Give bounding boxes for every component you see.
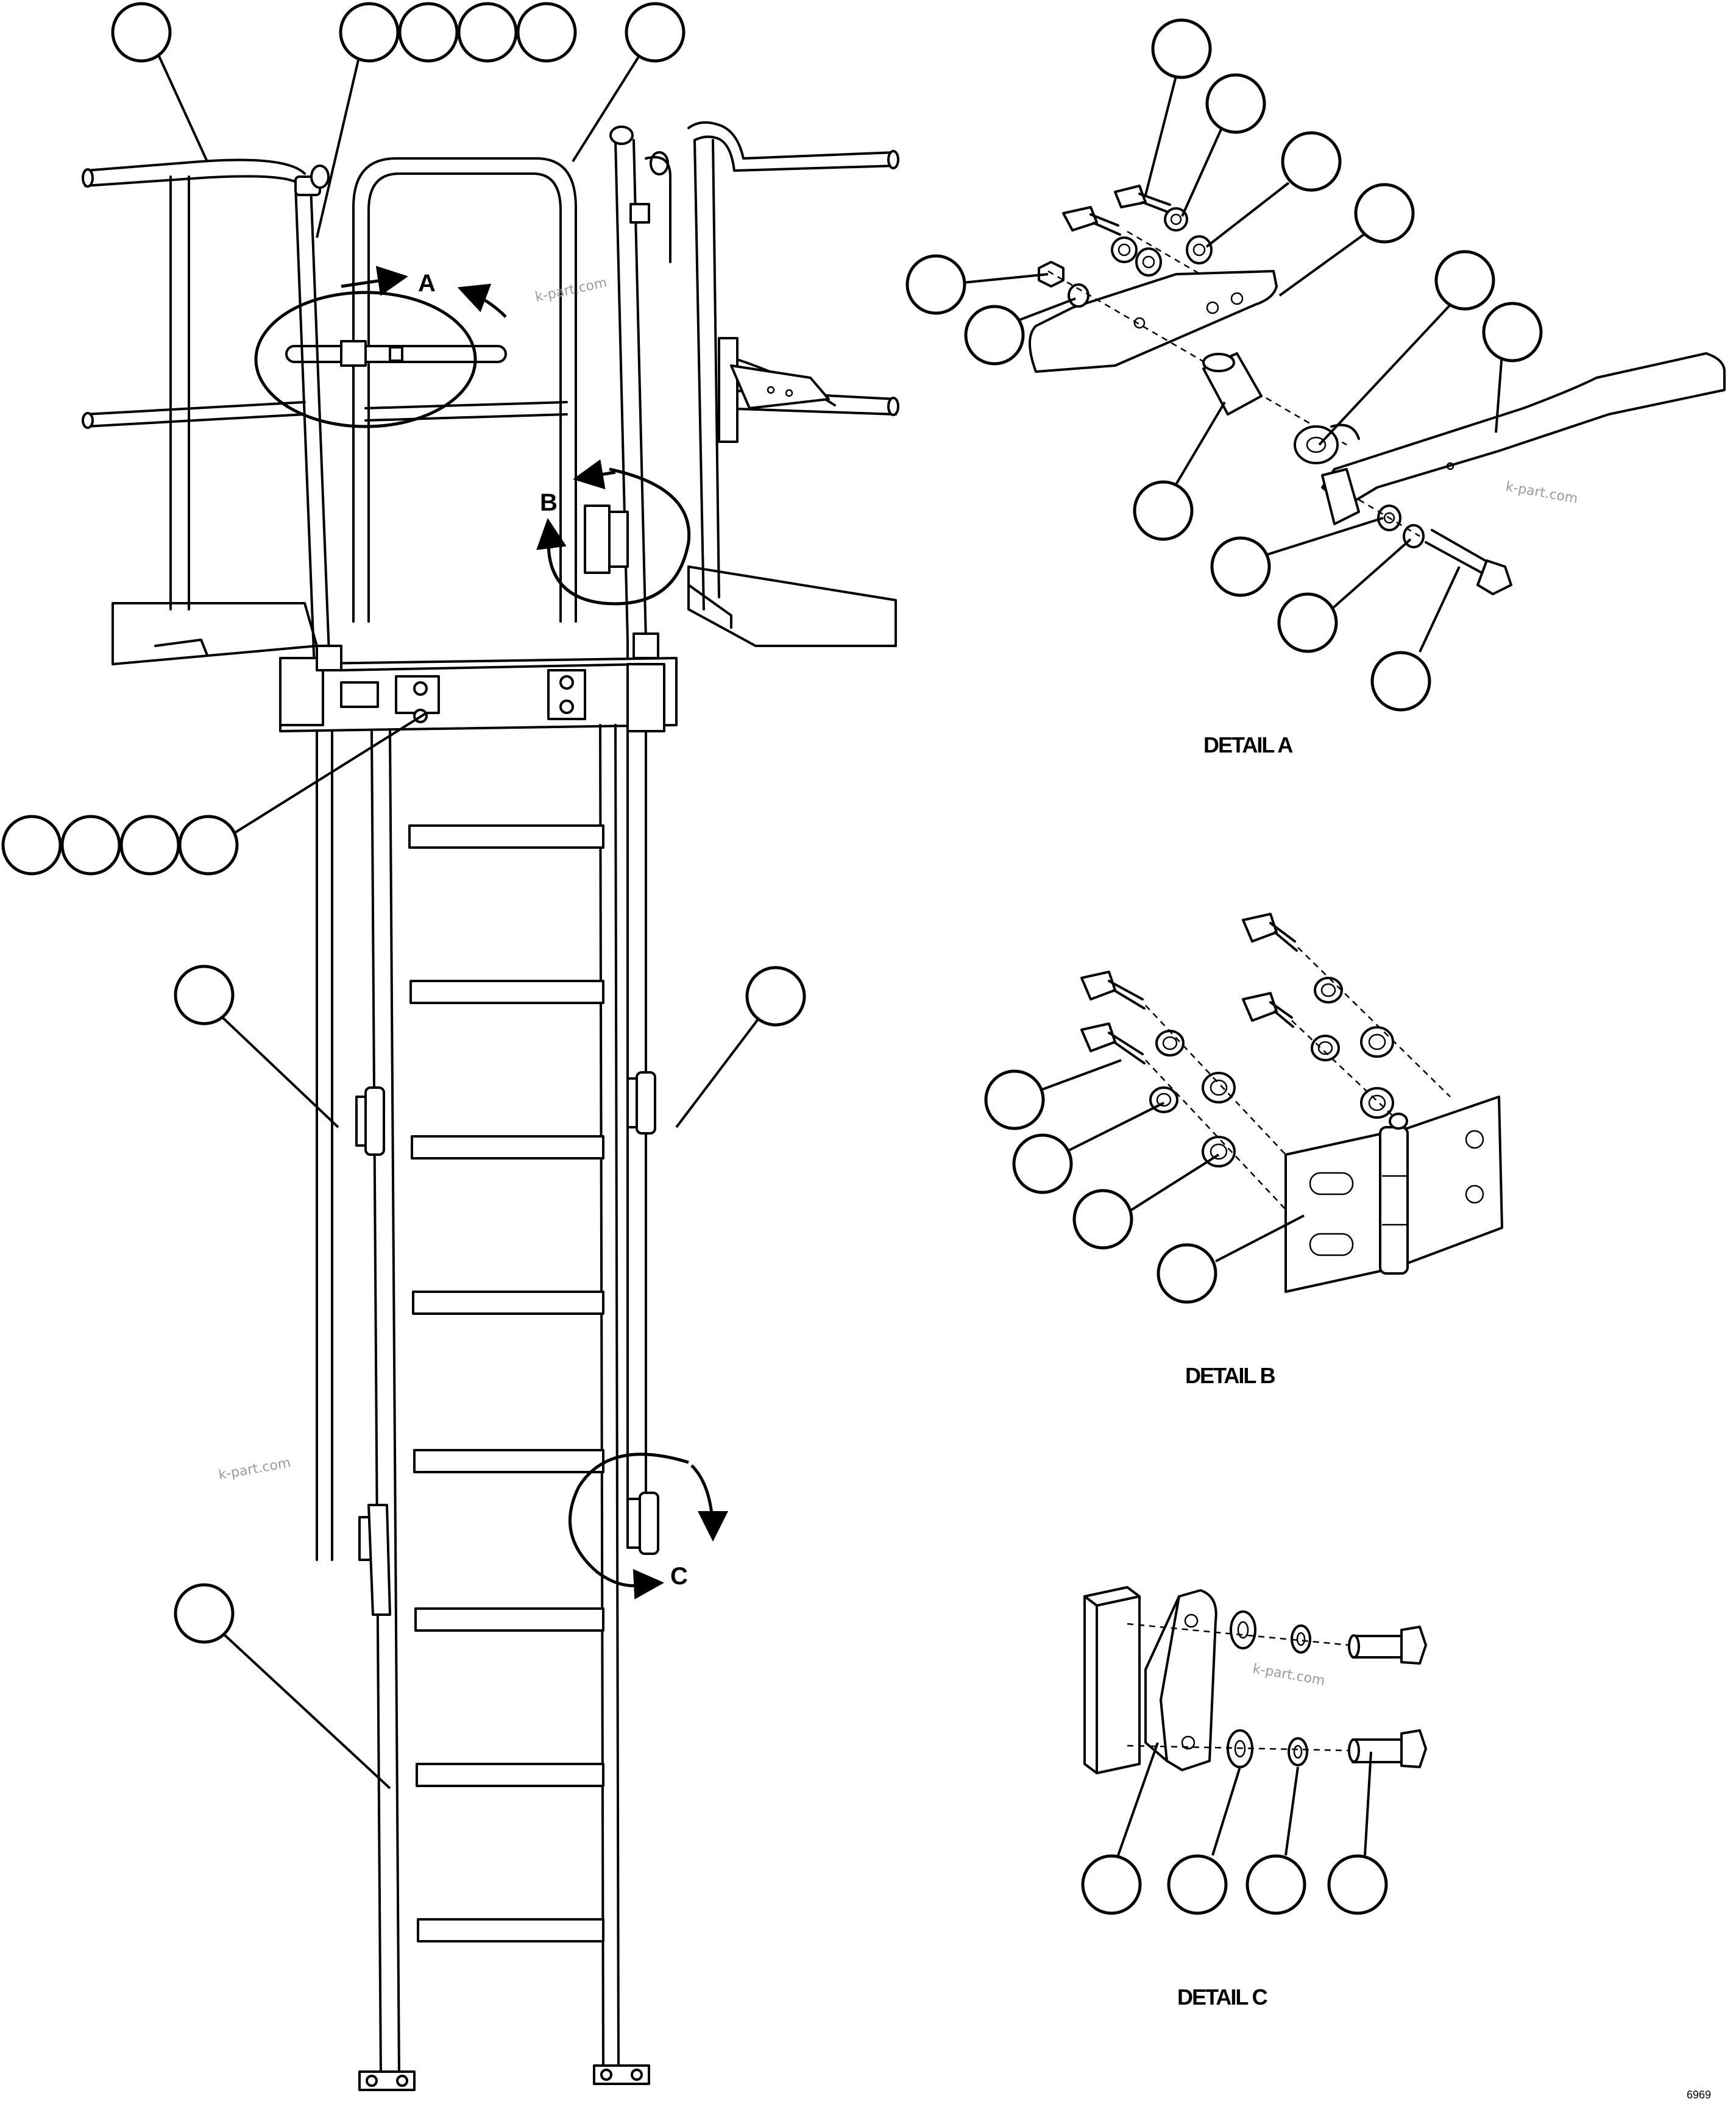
callout-bubble[interactable] — [1370, 651, 1431, 712]
detail-a-letter: A — [418, 270, 436, 297]
callout-bubble[interactable] — [1210, 536, 1271, 597]
callout-bubble[interactable] — [1133, 480, 1194, 541]
detail-c-exploded-view: k-part.com DETAIL C — [1083, 1586, 1427, 2010]
detail-b-indicator: B — [536, 459, 691, 606]
callout-bubble[interactable] — [1245, 1854, 1306, 1915]
callout-bubble[interactable] — [1072, 1189, 1133, 1250]
detail-b-exploded-view: DETAIL B — [1080, 913, 1503, 1388]
callout-bubble[interactable] — [1482, 302, 1543, 363]
callout-bubble[interactable] — [1277, 592, 1338, 653]
callout-bubble[interactable] — [516, 2, 577, 63]
callout-bubble[interactable] — [178, 815, 239, 876]
callout-bubble[interactable] — [1281, 131, 1342, 192]
figure-code: 6969 — [1687, 2089, 1711, 2101]
detail-b-callouts — [984, 1059, 1305, 1304]
callout-bubble[interactable] — [1151, 18, 1212, 79]
callout-bubble[interactable] — [1157, 1243, 1217, 1304]
main-watermark-bottom: k-part.com — [218, 1455, 292, 1482]
callout-bubble[interactable] — [339, 2, 400, 63]
detail-c-title: DETAIL C — [1177, 1985, 1268, 2010]
detail-c-indicator: C — [569, 1453, 728, 1599]
callout-bubble[interactable] — [905, 254, 966, 315]
callout-bubble[interactable] — [1327, 1854, 1388, 1915]
detail-a-exploded-view: k-part.com DETAIL A — [1029, 185, 1726, 757]
callout-bubble[interactable] — [1012, 1133, 1073, 1194]
main-watermark-top: k-part.com — [534, 275, 608, 305]
detail-a-indicator: A — [254, 266, 507, 428]
callout-bubble[interactable] — [111, 2, 172, 63]
detail-b-letter: B — [540, 489, 558, 516]
callout-bubble[interactable] — [1354, 183, 1415, 244]
callout-bubble[interactable] — [1167, 1854, 1228, 1915]
detail-a-callouts — [905, 18, 1543, 712]
callout-bubble[interactable] — [964, 305, 1025, 366]
callout-bubble[interactable] — [745, 966, 806, 1027]
callout-bubble[interactable] — [60, 815, 121, 876]
detail-c-letter: C — [670, 1563, 688, 1590]
detail-a-watermark: k-part.com — [1504, 479, 1579, 506]
detail-c-callouts — [1081, 1742, 1388, 1915]
detail-b-title: DETAIL B — [1185, 1363, 1275, 1388]
callout-bubble[interactable] — [1434, 250, 1495, 311]
detail-a-title: DETAIL A — [1203, 732, 1293, 757]
callout-bubble[interactable] — [119, 815, 180, 876]
callout-bubble[interactable] — [457, 2, 518, 63]
callout-bubble[interactable] — [174, 1583, 235, 1644]
callout-bubble[interactable] — [174, 965, 235, 1025]
callout-bubble[interactable] — [625, 2, 686, 63]
main-ladder-assembly — [82, 121, 899, 2091]
callout-bubble[interactable] — [984, 1069, 1045, 1130]
callout-bubble[interactable] — [1081, 1854, 1142, 1915]
callout-bubble[interactable] — [1, 815, 62, 876]
ladder-rungs — [408, 824, 604, 1942]
detail-c-watermark: k-part.com — [1252, 1661, 1326, 1688]
callout-bubble[interactable] — [1205, 73, 1266, 134]
main-callouts — [1, 2, 806, 1790]
callout-bubble[interactable] — [398, 2, 459, 63]
